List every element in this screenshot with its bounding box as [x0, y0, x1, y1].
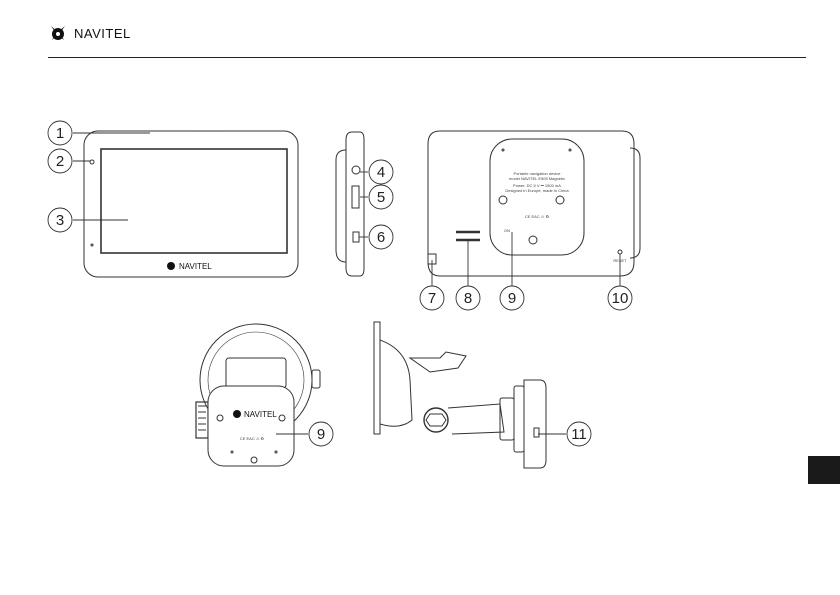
callout-4-label: 4 [377, 164, 385, 181]
mount-front-view [195, 323, 321, 467]
suction-cup [373, 321, 381, 435]
headphone-jack [351, 165, 361, 175]
leader-lines [73, 132, 621, 435]
brand-logo: NAVITEL [48, 24, 131, 42]
back-label-line-3: Power: DC 5 V ⎓ 1500 mA [513, 183, 561, 188]
callout-7-label: 7 [428, 290, 436, 307]
callout-3 [47, 207, 73, 233]
callout-4 [368, 159, 394, 185]
sd-card-slot [351, 185, 360, 209]
callout-5 [368, 184, 394, 210]
callout-5-label: 5 [377, 189, 385, 206]
side-view [335, 131, 365, 277]
front-view [83, 130, 299, 278]
callout-10 [607, 285, 633, 311]
callout-1 [47, 120, 73, 146]
callout-9b-label: 9 [317, 426, 325, 443]
mount-cert-marks: CE EAC ⚠ ♻ [240, 436, 265, 441]
back-label-line-4: Designed in Europe, made in China [505, 188, 569, 193]
front-brand-mark: NAVITEL [167, 262, 212, 271]
back-label-line-2: model NAVITEL E505 Magnetic [509, 176, 565, 181]
callout-2 [47, 148, 73, 174]
callout-8-label: 8 [464, 290, 472, 307]
header-rule [48, 57, 806, 58]
callout-9b [308, 421, 334, 447]
reset-label: RESET [613, 258, 627, 263]
callout-7 [419, 285, 445, 311]
page-tab-marker [808, 456, 840, 484]
mount-side-view [373, 321, 547, 469]
mount-brand-text: NAVITEL [244, 410, 277, 419]
back-view [427, 130, 641, 277]
back-small-text: ON [504, 228, 510, 233]
brand-name: NAVITEL [74, 25, 131, 41]
light-sensor [89, 159, 95, 165]
callout-10-label: 10 [612, 290, 629, 307]
mount-brand-mark: NAVITEL [233, 410, 277, 419]
callout-1-label: 1 [56, 125, 64, 142]
callout-6-label: 6 [377, 229, 385, 246]
callout-11-label: 11 [571, 426, 587, 443]
navitel-star-icon [51, 26, 65, 40]
magnetic-mount-plate [489, 138, 585, 256]
front-brand-text: NAVITEL [179, 262, 212, 271]
callout-9 [499, 285, 525, 311]
callout-8 [455, 285, 481, 311]
callout-6 [368, 224, 394, 250]
mount-plate [207, 385, 295, 467]
back-cert-marks: CE EAC ⚠ ♻ [525, 214, 550, 219]
back-label-line-1: Portable navigation device [514, 171, 562, 176]
callout-11 [566, 421, 592, 447]
reset-button [617, 249, 623, 255]
callout-9-label: 9 [508, 290, 516, 307]
callout-2-label: 2 [56, 153, 64, 170]
mini-usb-port [352, 231, 360, 243]
page-header: NAVITEL [0, 0, 840, 60]
callout-3-label: 3 [56, 212, 64, 229]
